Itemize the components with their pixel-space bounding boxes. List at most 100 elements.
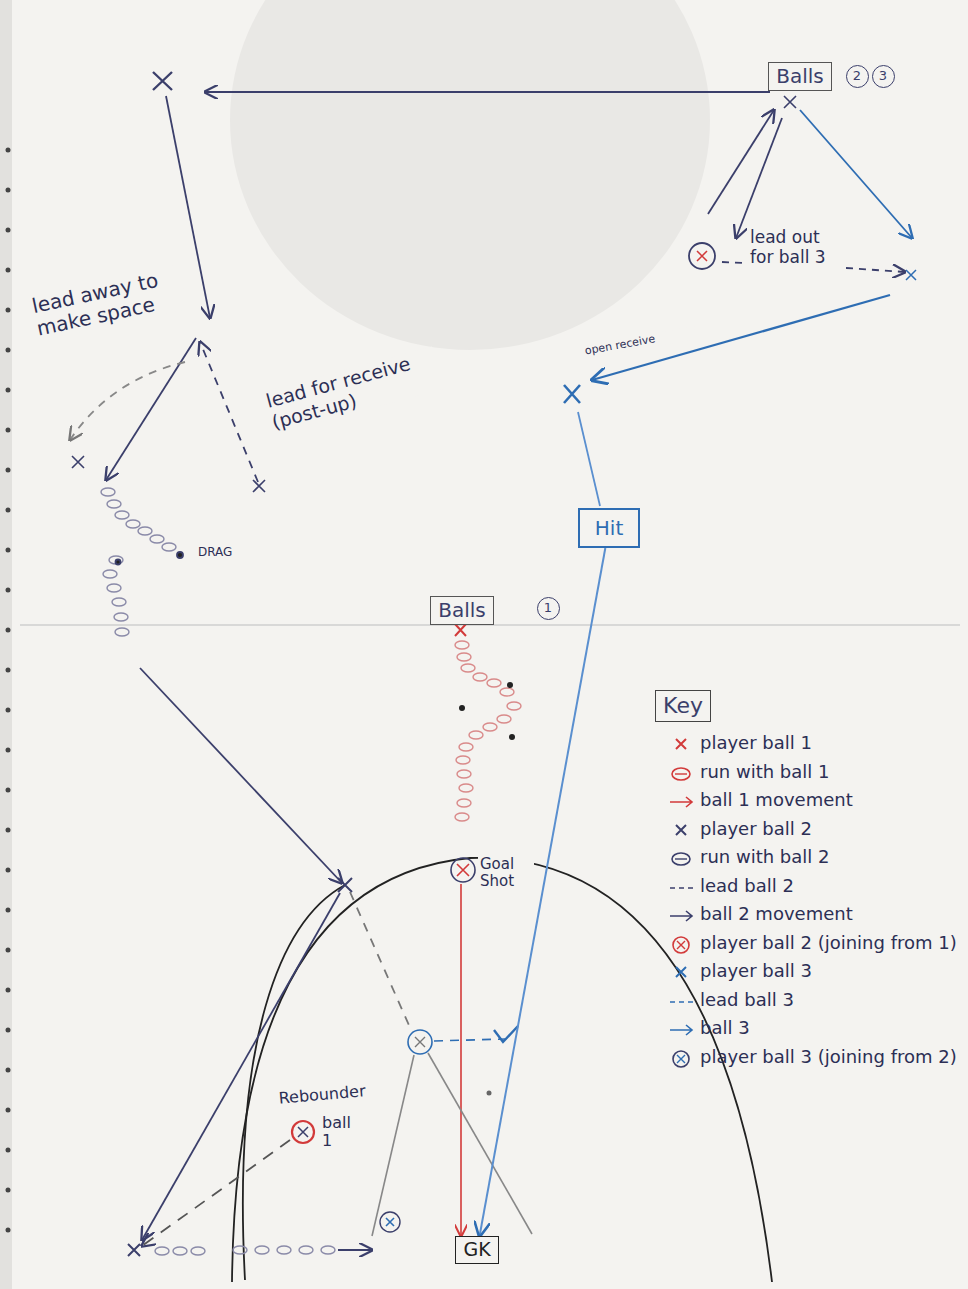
- drawn-circle: [6, 1188, 11, 1193]
- drawn-path: [722, 262, 744, 263]
- legend-text: ball 3: [700, 1017, 958, 1040]
- legend-sample: [668, 935, 696, 955]
- legend-sample-part: [677, 941, 685, 949]
- drawn-circle: [6, 548, 11, 553]
- drawn-ellipse: [126, 520, 140, 528]
- drawn-ellipse: [459, 743, 473, 751]
- drawn-circle: [6, 948, 11, 953]
- lead-note: lead away to make space: [28, 264, 188, 341]
- rebounder-note: Rebounder: [276, 1082, 368, 1108]
- drawn-g: [155, 1246, 335, 1255]
- drawn-ellipse: [103, 570, 117, 578]
- legend-sample: [668, 764, 696, 784]
- ball-1-route: [292, 624, 521, 1236]
- drawn-ellipse: [483, 723, 497, 731]
- drawn-circle: [689, 243, 715, 269]
- drawn-circle: [6, 1108, 11, 1113]
- legend-sample-part: [672, 853, 690, 865]
- receive-note: open receive: [582, 326, 696, 358]
- legend-sample-part: [675, 773, 687, 774]
- circle-lines: [232, 858, 772, 1282]
- drawn-ellipse: [115, 628, 129, 636]
- goal-shot-note: Goal Shot: [478, 856, 534, 891]
- key-box: Key: [655, 690, 711, 722]
- drawn-path: [72, 456, 84, 468]
- drawn-path: [232, 858, 772, 1282]
- legend-sample: [668, 821, 696, 841]
- legend-sample: [668, 1020, 696, 1040]
- balls-box: Balls: [430, 596, 494, 625]
- legend-sample-part: [672, 768, 690, 780]
- drawn-path: [386, 1218, 394, 1226]
- legend-text: player ball 2 (joining from 1): [700, 932, 958, 955]
- drawn-path: [243, 885, 345, 1280]
- legend-sample: [668, 963, 696, 983]
- drawn-path: [338, 1249, 372, 1251]
- goalkeeper-box: GK: [455, 1236, 499, 1264]
- legend-sample-part: [676, 967, 686, 977]
- drawn-circle: [6, 1148, 11, 1153]
- drawn-path: [372, 1055, 414, 1236]
- drawn-ellipse: [500, 688, 514, 696]
- drawn-path: [428, 1053, 532, 1234]
- legend-sample: [668, 849, 696, 869]
- drawn-path: [298, 1127, 308, 1137]
- legend-text: player ball 1: [700, 732, 958, 755]
- drawn-rect: [0, 0, 12, 1289]
- legend-text: ball 2 movement: [700, 903, 958, 926]
- node-text: Balls: [776, 65, 824, 88]
- drawn-path: [142, 893, 340, 1240]
- legend-sample-part: [676, 825, 686, 835]
- drawn-ellipse: [138, 527, 152, 535]
- drawn-ellipse: [321, 1246, 335, 1254]
- drawn-circle: [292, 1121, 314, 1143]
- drawn-circle: [177, 552, 183, 558]
- drawn-ellipse: [173, 1247, 187, 1255]
- drawn-ellipse: [101, 488, 115, 496]
- drawn-ellipse: [107, 584, 121, 592]
- drawn-path: [457, 864, 469, 876]
- drawn-path: [200, 342, 258, 482]
- drawn-path: [784, 96, 796, 108]
- ball-2-route: [70, 72, 770, 1256]
- lead-note: lead for receive (post-up): [262, 346, 443, 434]
- attack-lines: [372, 1026, 532, 1236]
- drawn-ellipse: [497, 715, 511, 723]
- drawn-ellipse: [459, 784, 473, 792]
- drawn-ellipse: [112, 598, 126, 606]
- lead-note: lead out for ball 3: [748, 228, 848, 267]
- legend-sample: [668, 992, 696, 1012]
- drawn-circle: [509, 734, 515, 740]
- drawn-ellipse: [487, 679, 501, 687]
- drawn-g: [101, 488, 176, 636]
- drawn-circle: [6, 1228, 11, 1233]
- callout-number: 3: [872, 65, 895, 88]
- drawn-g: [455, 641, 521, 821]
- drawn-path: [736, 118, 782, 238]
- drawn-ellipse: [191, 1247, 205, 1255]
- drawn-circle: [6, 708, 11, 713]
- drawn-circle: [380, 1212, 400, 1232]
- spiral-holes: [6, 148, 11, 1233]
- drawn-ellipse: [456, 756, 470, 764]
- drawn-ellipse: [473, 673, 487, 681]
- drawn-path: [253, 480, 265, 492]
- drawn-path: [460, 884, 462, 1236]
- drawn-path: [106, 338, 196, 480]
- drawn-path: [140, 668, 342, 883]
- drawn-circle: [6, 1028, 11, 1033]
- legend-sample: [668, 792, 696, 812]
- legend-sample-part: [670, 1025, 692, 1035]
- legend-text: player ball 2: [700, 818, 958, 841]
- drawn-path: [564, 385, 580, 403]
- drawn-circle: [116, 560, 121, 565]
- node-text: GK: [463, 1239, 490, 1261]
- drawn-circle: [6, 828, 11, 833]
- legend-sample-part: [676, 739, 686, 749]
- drawn-circle: [487, 1091, 492, 1096]
- drawn-path: [455, 624, 466, 636]
- drawn-ellipse: [150, 535, 164, 543]
- drawn-circle: [6, 468, 11, 473]
